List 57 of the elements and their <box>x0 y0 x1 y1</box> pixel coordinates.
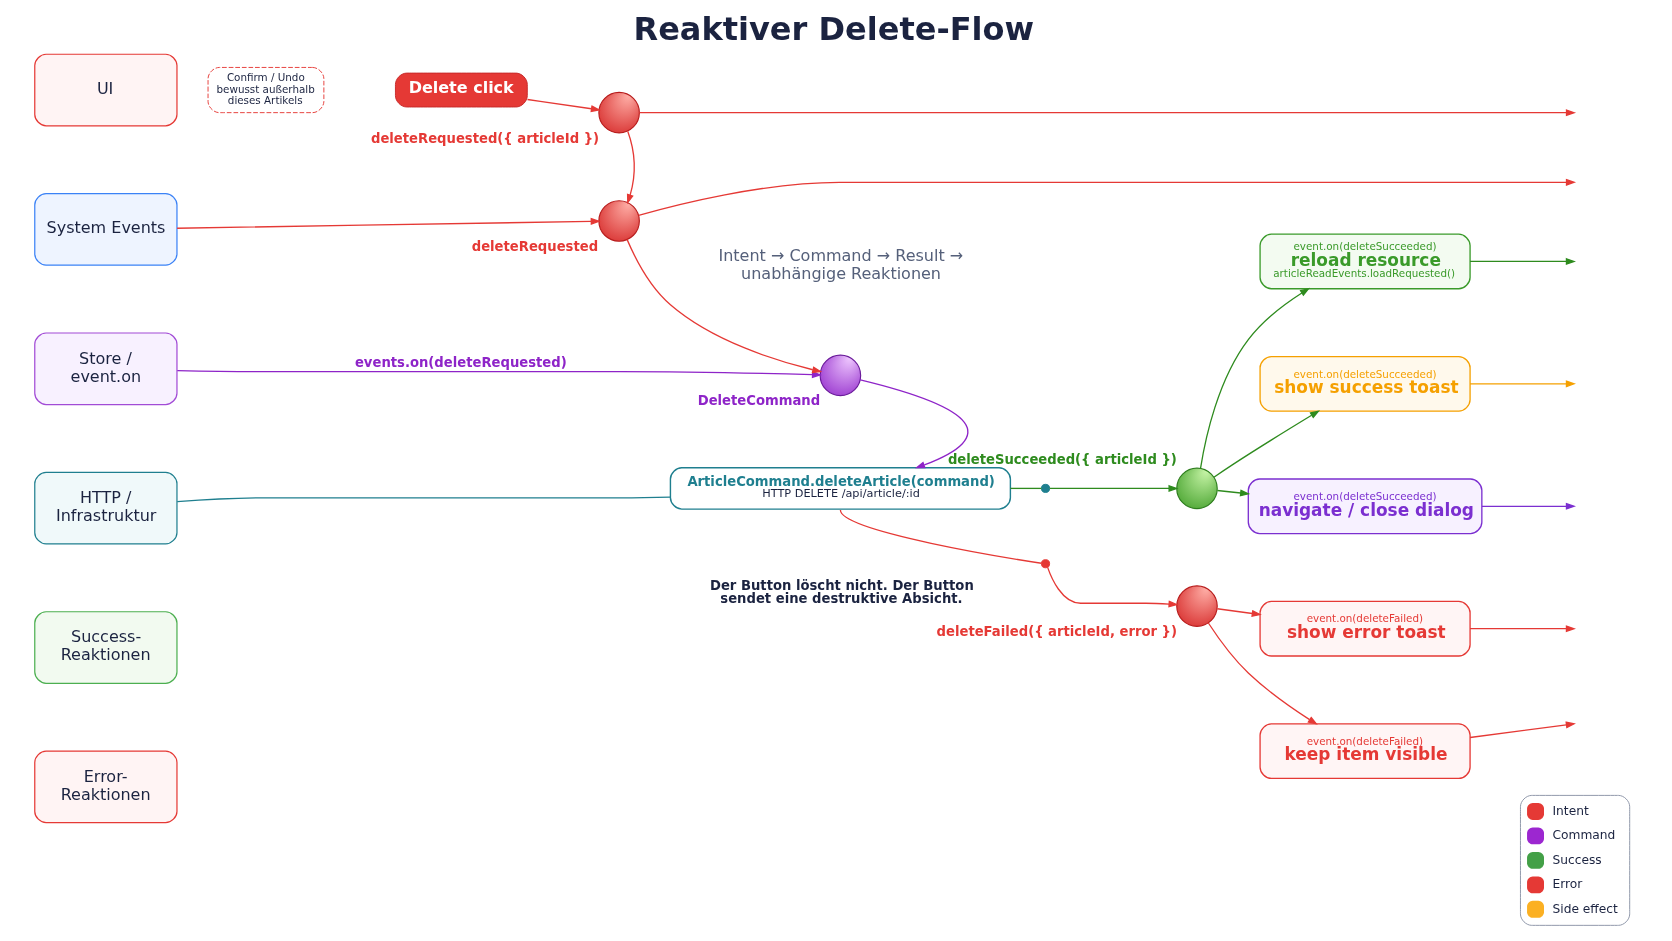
node-box: event.on(deleteSucceeded) show success toast <box>1259 355 1471 412</box>
node-dot <box>1041 483 1051 493</box>
arrow <box>626 238 823 374</box>
legend-label: Error <box>1552 877 1583 892</box>
arrow <box>1216 608 1262 617</box>
node-label: deleteFailed({ articleId, error }) <box>936 623 1177 639</box>
node-box: Success- Reaktionen <box>34 611 178 684</box>
arrow <box>176 217 601 229</box>
arrow <box>1469 625 1576 633</box>
node-label: deleteRequested({ articleId }) <box>370 130 600 146</box>
node-box: event.on(deleteFailed) keep item visible <box>1259 723 1471 780</box>
arrow <box>1047 566 1179 608</box>
arrow <box>1213 410 1321 478</box>
arrow <box>626 130 635 205</box>
node-label: deleteSucceeded({ articleId }) <box>947 451 1177 467</box>
arrow <box>1199 287 1311 470</box>
node-box: Delete click <box>394 72 528 108</box>
node-dot <box>1041 559 1051 569</box>
node-label: DeleteCommand <box>697 393 821 409</box>
connector <box>1009 487 1043 490</box>
label: Intent → Command → Result → unabhängige Reaktionen <box>718 246 964 283</box>
arrow <box>1481 502 1576 510</box>
node-circle <box>1176 585 1218 627</box>
node-box: Confirm / Undo bewusst außerhalb dieses Artikels <box>207 66 325 114</box>
node-circle <box>819 354 862 397</box>
arrow <box>859 379 969 469</box>
node-box: System Events <box>34 193 178 266</box>
node-circle <box>1176 467 1218 510</box>
node-circle <box>598 91 640 134</box>
connector <box>176 496 671 503</box>
node-label: deleteRequested <box>471 238 599 254</box>
node-box: event.on(deleteSucceeded) reload resource articleReadEvents.loadRequested() <box>1259 233 1471 290</box>
arrow <box>637 178 1577 217</box>
arrow <box>526 98 602 113</box>
legend-label: Command <box>1552 828 1616 843</box>
arrow <box>1469 380 1576 388</box>
arrow <box>638 109 1577 117</box>
legend-label: Side effect <box>1552 901 1618 916</box>
label: Der Button löscht nicht. Der Button sendet eine destruktive Absicht. <box>709 578 974 607</box>
node-box: event.on(deleteFailed) show error toast <box>1259 600 1471 657</box>
connector <box>839 509 1043 564</box>
node-box: HTTP / Infrastruktur <box>34 471 178 545</box>
legend-label: Intent <box>1552 803 1589 818</box>
node-box: Error- Reaktionen <box>34 750 178 824</box>
node-box: UI <box>34 53 178 127</box>
node-box: ArticleCommand.deleteArticle(command) HTTP DELETE /api/article/:id <box>669 466 1012 510</box>
node-box: Store / event.on <box>34 332 178 406</box>
node-circle <box>598 200 640 242</box>
arrow <box>1469 721 1576 739</box>
legend-label: Success <box>1552 852 1602 867</box>
node-box: event.on(deleteSucceeded) navigate / close dialog <box>1247 478 1483 535</box>
arrow <box>1469 257 1576 265</box>
diagram-title: Reaktiver Delete-Flow <box>633 10 1035 49</box>
arrow <box>1049 484 1179 492</box>
arrow <box>1207 622 1318 725</box>
arrow <box>1216 489 1251 497</box>
edge-label: events.on(deleteRequested) <box>354 355 567 371</box>
